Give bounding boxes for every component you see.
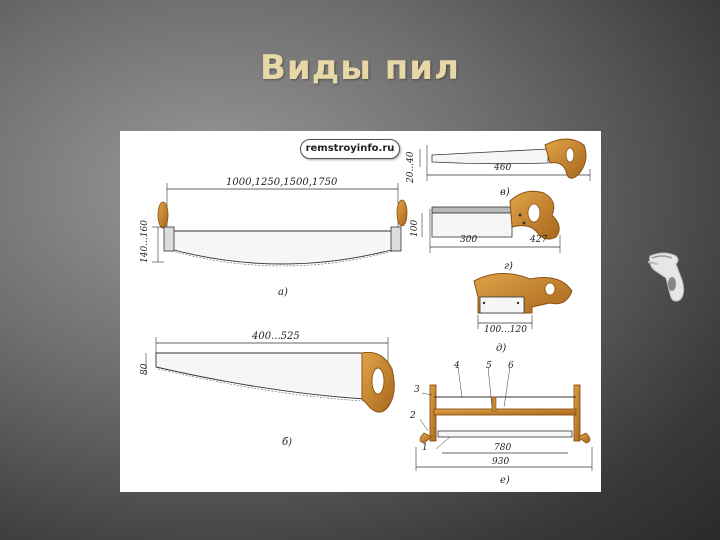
dim-g-height: 100	[410, 219, 420, 237]
label-v: в)	[500, 187, 510, 198]
dim-v-height: 20...40	[406, 151, 416, 184]
saw-b-handsaw	[145, 337, 395, 413]
callout-6: 6	[508, 361, 514, 371]
callout-4: 4	[454, 361, 460, 371]
dim-g-len2: 427	[530, 235, 548, 245]
dim-b-height: 80	[140, 363, 150, 375]
callout-1: 1	[422, 443, 428, 453]
dim-a-height: 140...160	[140, 220, 150, 263]
label-g: г)	[504, 261, 513, 272]
slide-title: Виды пил	[260, 48, 460, 88]
dim-g-len1: 300	[460, 235, 478, 245]
saw-a-two-handed	[152, 183, 408, 267]
saw-v-narrow	[419, 138, 591, 181]
dim-d-length: 100...120	[484, 325, 527, 335]
dim-a-length: 1000,1250,1500,1750	[226, 177, 338, 188]
label-d: д)	[496, 343, 507, 354]
saw-drawings	[145, 138, 593, 471]
saw-d-small-back	[473, 273, 573, 329]
watermark-badge: remstroyinfo.ru	[300, 139, 400, 159]
label-e: е)	[500, 475, 510, 486]
dim-e-len1: 780	[494, 443, 512, 453]
callout-2: 2	[410, 411, 416, 421]
saw-types-figure: remstroyinfo.ru 1000,1250,1500,1750 140.…	[120, 131, 601, 492]
saw-e-frame	[415, 366, 593, 471]
label-b: б)	[282, 437, 293, 448]
saw-hand-icon	[647, 252, 685, 302]
callout-5: 5	[486, 361, 492, 371]
dim-v-length: 460	[494, 163, 512, 173]
dim-b-length: 400...525	[252, 331, 300, 342]
callout-3: 3	[414, 385, 420, 395]
saw-g-tenon	[421, 190, 561, 253]
dim-e-len2: 930	[492, 457, 510, 467]
label-a: а)	[278, 287, 288, 298]
